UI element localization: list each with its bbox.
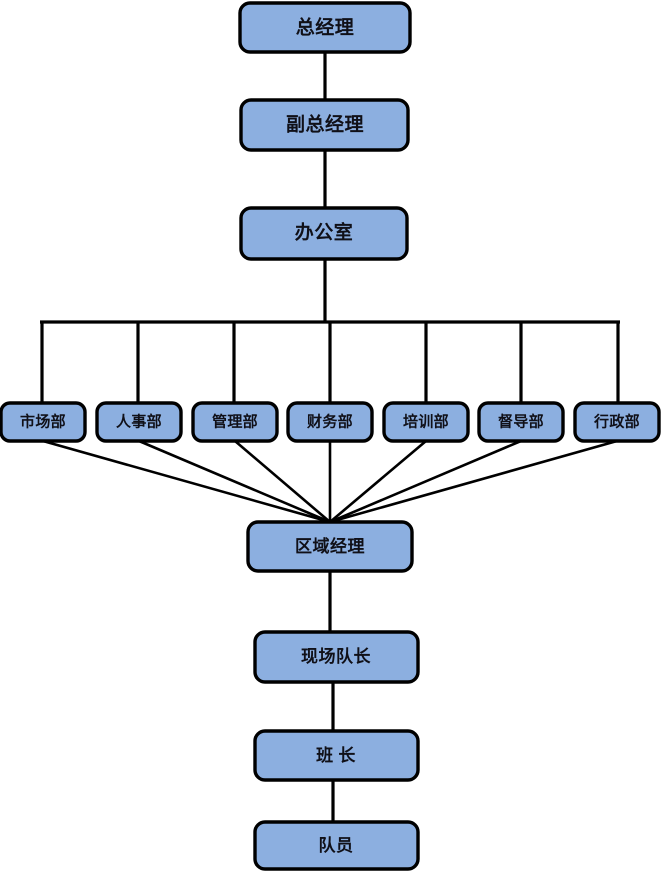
- node-deputy-general-manager-box[interactable]: [239, 98, 410, 152]
- node-office-label: 办公室: [295, 220, 354, 243]
- department-management[interactable]: 管理部: [191, 401, 279, 443]
- node-site-captain-box[interactable]: [253, 630, 420, 684]
- node-team-member[interactable]: 队员: [253, 820, 420, 871]
- department-management-box[interactable]: [191, 401, 279, 443]
- department-supervision-box[interactable]: [477, 401, 565, 443]
- department-administration[interactable]: 行政部: [573, 401, 661, 443]
- node-deputy-general-manager[interactable]: 副总经理: [239, 98, 410, 152]
- department-market[interactable]: 市场部: [0, 401, 87, 443]
- node-team-member-label: 队员: [319, 835, 354, 855]
- node-regional-manager-box[interactable]: [246, 520, 414, 573]
- node-regional-manager[interactable]: 区域经理: [246, 520, 414, 573]
- department-market-label: 市场部: [20, 412, 66, 430]
- department-supervision[interactable]: 督导部: [477, 401, 565, 443]
- node-office-box[interactable]: [239, 206, 409, 261]
- department-administration-label: 行政部: [593, 412, 640, 430]
- connector-layer: [40, 52, 620, 822]
- node-site-captain[interactable]: 现场队长: [253, 630, 420, 684]
- node-office[interactable]: 办公室: [239, 206, 409, 261]
- department-training-box[interactable]: [382, 401, 470, 443]
- node-site-captain-label: 现场队长: [301, 646, 371, 666]
- node-regional-manager-label: 区域经理: [295, 536, 365, 556]
- node-team-leader-box[interactable]: [253, 729, 420, 782]
- department-finance[interactable]: 财务部: [286, 401, 374, 443]
- node-general-manager[interactable]: 总经理: [238, 1, 412, 54]
- department-administration-box[interactable]: [573, 401, 661, 443]
- node-team-leader-label: 班 长: [316, 745, 356, 765]
- department-hr[interactable]: 人事部: [95, 401, 183, 443]
- connector-dept3-to-regional: [234, 440, 331, 523]
- department-hr-label: 人事部: [116, 412, 162, 430]
- connector-dept2-to-regional: [138, 439, 331, 524]
- node-team-member-box[interactable]: [253, 820, 420, 871]
- node-general-manager-box[interactable]: [238, 1, 412, 54]
- department-training[interactable]: 培训部: [382, 401, 470, 443]
- connector-dept7-to-regional: [329, 439, 618, 524]
- department-finance-box[interactable]: [286, 401, 374, 443]
- connector-dept1-to-regional: [42, 439, 331, 524]
- node-team-leader[interactable]: 班 长: [253, 729, 420, 782]
- department-training-label: 培训部: [403, 412, 449, 430]
- connector-dept5-to-regional: [329, 440, 427, 523]
- department-management-label: 管理部: [212, 412, 258, 430]
- connector-dept6-to-regional: [329, 439, 522, 524]
- department-finance-label: 财务部: [307, 412, 353, 430]
- node-deputy-general-manager-label: 副总经理: [286, 112, 364, 135]
- department-supervision-label: 督导部: [498, 412, 544, 430]
- department-market-box[interactable]: [0, 401, 87, 443]
- department-hr-box[interactable]: [95, 401, 183, 443]
- node-general-manager-label: 总经理: [296, 15, 355, 38]
